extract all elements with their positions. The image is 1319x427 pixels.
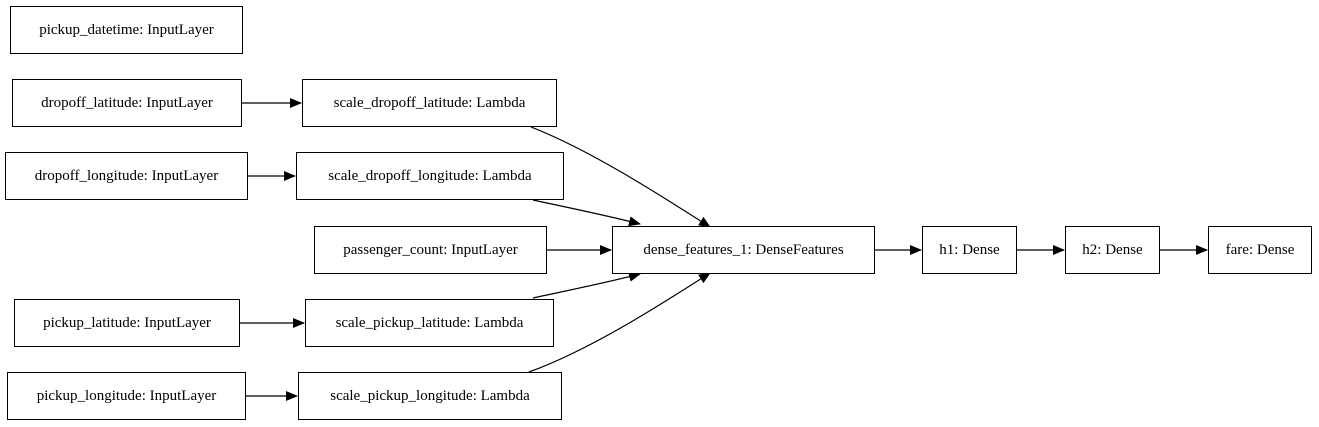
node-dropoff-latitude: dropoff_latitude: InputLayer — [12, 79, 242, 127]
node-dropoff-longitude: dropoff_longitude: InputLayer — [5, 152, 248, 200]
node-scale-dropoff-longitude: scale_dropoff_longitude: Lambda — [296, 152, 564, 200]
node-h2: h2: Dense — [1065, 226, 1160, 274]
node-scale-pickup-latitude: scale_pickup_latitude: Lambda — [305, 299, 554, 347]
edge-scale-dropoff-longitude-to-dense — [532, 199, 641, 227]
node-h1: h1: Dense — [922, 226, 1017, 274]
edge-scale-pickup-longitude-to-dense — [528, 272, 711, 373]
node-pickup-longitude: pickup_longitude: InputLayer — [7, 372, 246, 420]
edge-scale-pickup-latitude-to-dense — [532, 271, 641, 299]
node-pickup-datetime: pickup_datetime: InputLayer — [10, 6, 243, 54]
node-passenger-count: passenger_count: InputLayer — [314, 226, 547, 274]
node-fare: fare: Dense — [1208, 226, 1312, 274]
node-scale-pickup-longitude: scale_pickup_longitude: Lambda — [298, 372, 562, 420]
node-dense-features-1: dense_features_1: DenseFeatures — [612, 226, 875, 274]
node-scale-dropoff-latitude: scale_dropoff_latitude: Lambda — [302, 79, 557, 127]
node-pickup-latitude: pickup_latitude: InputLayer — [14, 299, 240, 347]
edge-scale-dropoff-latitude-to-dense — [530, 126, 711, 228]
